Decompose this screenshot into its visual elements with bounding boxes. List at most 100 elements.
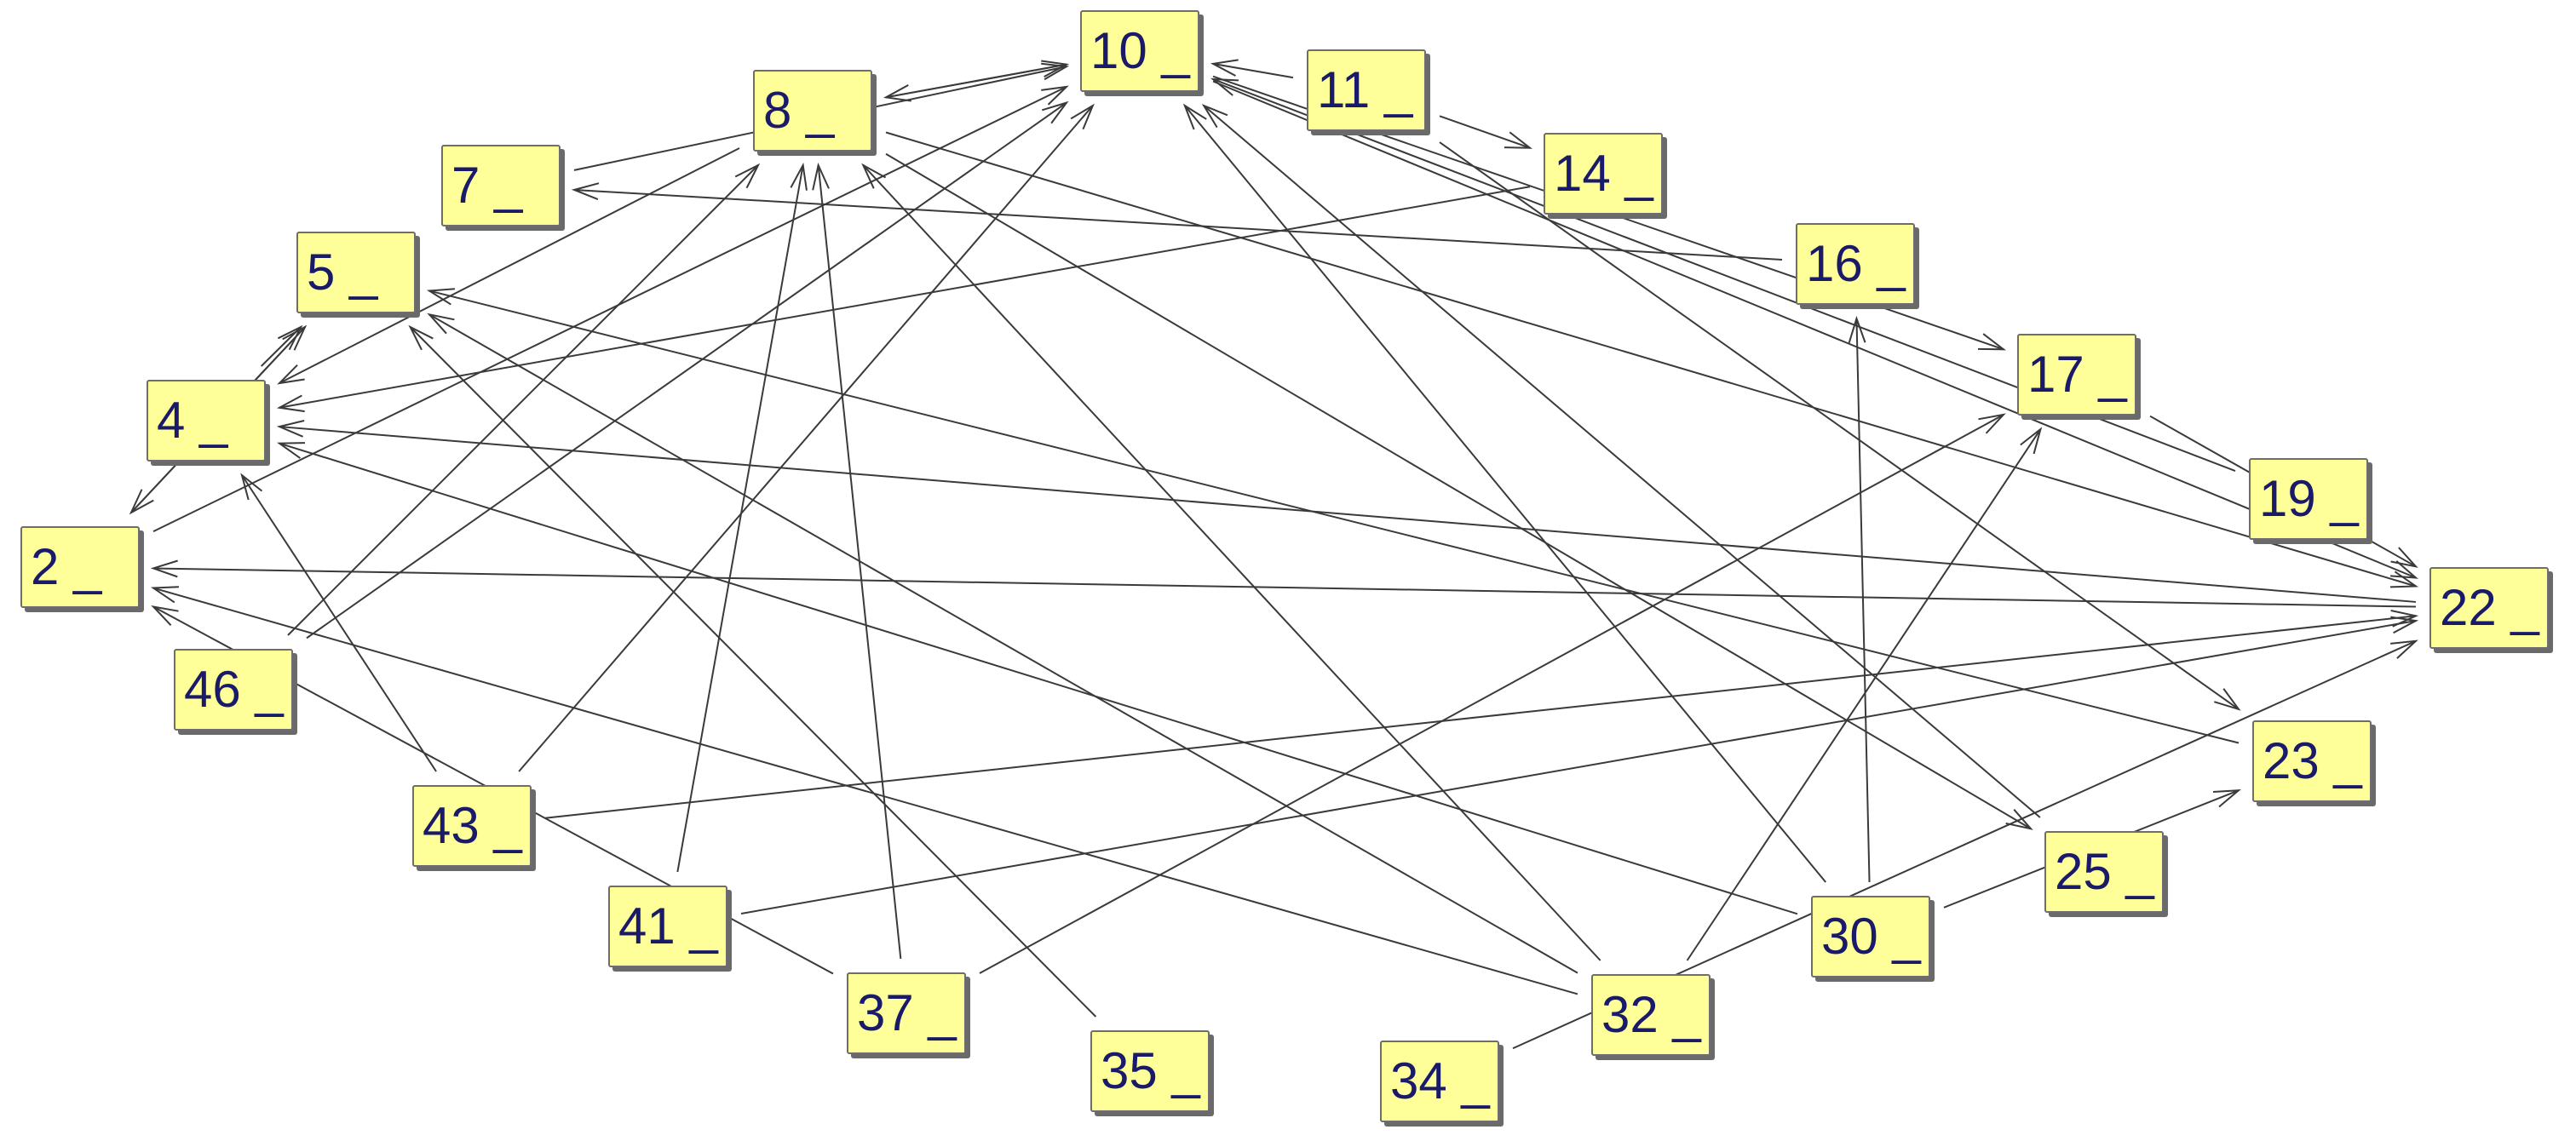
edge-line — [152, 85, 1067, 533]
node-label: 14 _ — [1554, 145, 1653, 202]
arrowhead — [2020, 427, 2043, 455]
arrowhead — [1848, 315, 1866, 343]
arrowhead — [1041, 62, 1070, 81]
node-label: 32 _ — [1601, 986, 1701, 1043]
arrowhead — [1978, 413, 2006, 434]
node-43[interactable]: 43 _ — [412, 785, 532, 867]
node-label: 30 _ — [1821, 908, 1921, 965]
arrowhead — [151, 605, 179, 626]
edge-32-to-17 — [1686, 427, 2043, 961]
arrowhead — [883, 84, 911, 102]
arrowhead — [277, 364, 305, 385]
node-4[interactable]: 4 _ — [147, 380, 266, 462]
arrowhead — [276, 420, 305, 438]
edge-10-to-8 — [883, 63, 1067, 102]
arrowhead — [1201, 103, 1228, 129]
edge-line — [152, 567, 2417, 608]
node-34[interactable]: 34 _ — [1380, 1041, 1499, 1122]
node-8[interactable]: 8 _ — [753, 70, 872, 152]
node-10[interactable]: 10 _ — [1080, 10, 1199, 92]
node-label: 34 _ — [1390, 1052, 1490, 1109]
edge-line — [1855, 318, 1871, 883]
edge-46-to-8 — [287, 163, 761, 636]
arrowhead — [2390, 609, 2419, 628]
arrowhead — [861, 163, 887, 189]
edge-line — [1686, 428, 2042, 961]
node-46[interactable]: 46 _ — [174, 649, 293, 731]
node-label: 25 _ — [2055, 843, 2154, 900]
node-32[interactable]: 32 _ — [1591, 974, 1711, 1056]
node-label: 46 _ — [184, 661, 284, 718]
edge-11-to-14 — [1439, 115, 1532, 149]
edge-2-to-10 — [152, 85, 1069, 533]
node-19[interactable]: 19 _ — [2249, 458, 2368, 540]
node-label: 37 _ — [857, 984, 957, 1041]
edge-line — [817, 164, 902, 960]
node-label: 19 _ — [2259, 470, 2359, 527]
arrowhead — [150, 559, 178, 578]
edge-32-to-2 — [150, 586, 1578, 995]
edge-line — [428, 313, 1578, 974]
node-11[interactable]: 11 _ — [1307, 49, 1426, 131]
node-22[interactable]: 22 _ — [2429, 567, 2549, 649]
arrowhead — [2005, 809, 2033, 830]
edge-line — [740, 620, 2417, 915]
arrowhead — [1210, 77, 1239, 96]
edge-line — [862, 164, 1601, 961]
node-41[interactable]: 41 _ — [608, 886, 727, 967]
edge-43-to-10 — [518, 103, 1095, 772]
edge-line — [1212, 62, 1294, 79]
edge-line — [573, 188, 1783, 261]
edge-22-to-4 — [276, 420, 2417, 603]
edge-35-to-5 — [408, 324, 1097, 1018]
node-5[interactable]: 5 _ — [296, 232, 416, 313]
node-25[interactable]: 25 _ — [2044, 831, 2164, 913]
edge-line — [544, 615, 2417, 819]
edge-line — [152, 587, 1578, 995]
node-label: 35 _ — [1101, 1042, 1200, 1099]
edge-line — [1212, 80, 2417, 579]
edge-41-to-22 — [740, 616, 2419, 915]
node-37[interactable]: 37 _ — [847, 972, 966, 1054]
arrowhead — [1182, 103, 1207, 130]
edge-line — [518, 105, 1094, 772]
node-label: 8 _ — [763, 82, 835, 139]
edge-line — [1203, 105, 2041, 818]
arrowhead — [427, 312, 455, 335]
arrowhead — [790, 162, 808, 191]
edge-4-to-5 — [261, 324, 303, 367]
node-label: 2 _ — [31, 538, 102, 595]
edge-line — [241, 474, 437, 772]
edge-14-to-4 — [276, 186, 1531, 413]
node-14[interactable]: 14 _ — [1544, 133, 1663, 215]
arrowhead — [2214, 688, 2241, 711]
node-7[interactable]: 7 _ — [441, 145, 561, 226]
edge-37-to-17 — [979, 413, 2006, 974]
edge-30-to-16 — [1848, 315, 1871, 883]
edge-10-to-22 — [1212, 80, 2418, 579]
edge-16-to-7 — [571, 182, 1783, 261]
node-label: 4 _ — [157, 392, 228, 449]
node-17[interactable]: 17 _ — [2017, 334, 2136, 416]
arrowhead — [276, 394, 305, 413]
arrowhead — [408, 324, 434, 351]
node-2[interactable]: 2 _ — [20, 526, 140, 608]
edge-30-to-10 — [1182, 103, 1826, 883]
edge-line — [885, 131, 2417, 588]
edge-line — [409, 326, 1097, 1018]
node-label: 23 _ — [2263, 732, 2362, 789]
edge-line — [1439, 141, 2240, 710]
edge-22-to-2 — [150, 559, 2417, 608]
arrowhead — [1041, 100, 1069, 124]
edge-line — [279, 426, 2417, 603]
edge-46-to-10 — [306, 100, 1069, 639]
node-23[interactable]: 23 _ — [2252, 720, 2372, 802]
edge-32-to-5 — [427, 312, 1578, 974]
node-label: 10 _ — [1090, 22, 1190, 79]
node-35[interactable]: 35 _ — [1090, 1030, 1210, 1112]
arrowhead — [240, 473, 263, 501]
node-30[interactable]: 30 _ — [1811, 896, 1930, 978]
node-16[interactable]: 16 _ — [1796, 223, 1915, 305]
